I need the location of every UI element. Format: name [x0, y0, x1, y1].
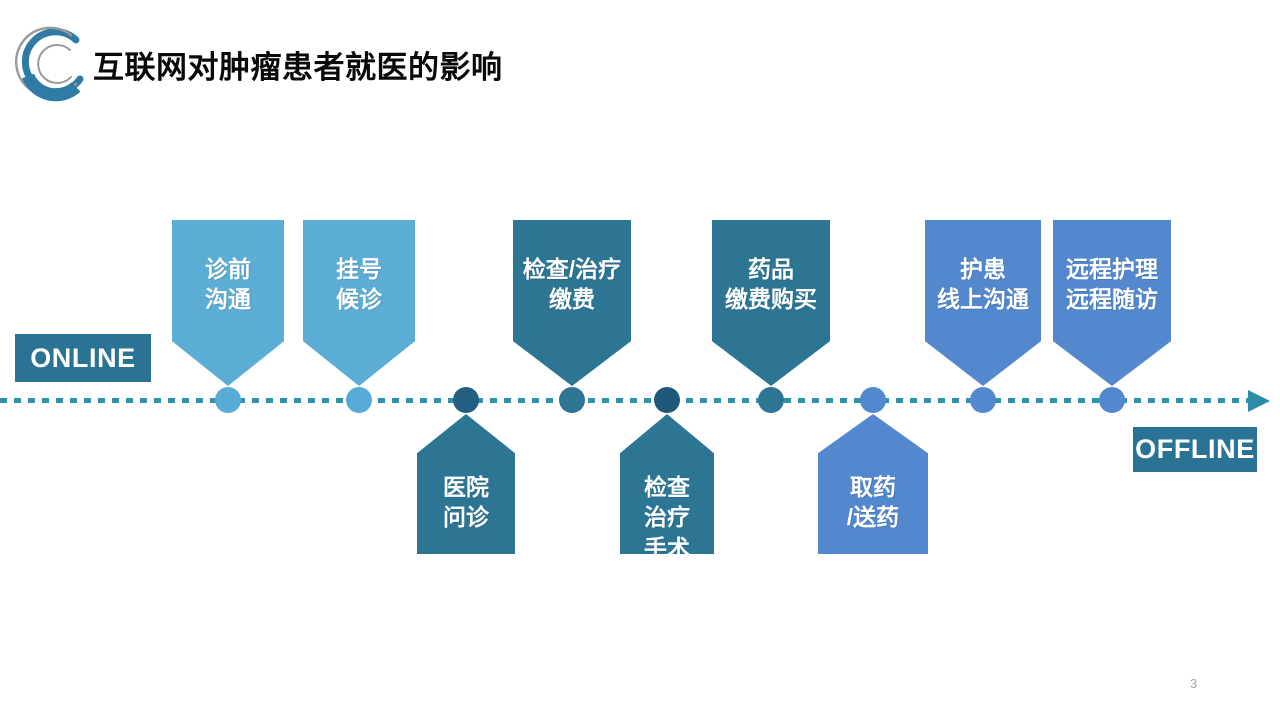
timeline-node-dot[interactable]: [215, 387, 241, 413]
timeline-axis: [0, 398, 1248, 403]
timeline-node-dot[interactable]: [758, 387, 784, 413]
timeline-pennant[interactable]: 药品 缴费购买: [712, 220, 830, 386]
pennant-label: 医院 问诊: [443, 474, 489, 531]
pennant-label: 药品 缴费购买: [725, 256, 817, 313]
page-number: 3: [1190, 676, 1198, 691]
timeline-arrow-icon: [1248, 390, 1270, 412]
timeline-pennant[interactable]: 护患 线上沟通: [925, 220, 1041, 386]
timeline-pennant[interactable]: 检查/治疗 缴费: [513, 220, 631, 386]
timeline-pennant[interactable]: 医院 问诊: [417, 414, 515, 554]
timeline-pennant[interactable]: 挂号 候诊: [303, 220, 415, 386]
timeline-pennant[interactable]: 诊前 沟通: [172, 220, 284, 386]
slide-header: 互联网对肿瘤患者就医的影响: [0, 0, 1280, 120]
timeline-node-dot[interactable]: [860, 387, 886, 413]
timeline-pennant[interactable]: 远程护理 远程随访: [1053, 220, 1171, 386]
online-badge: ONLINE: [15, 334, 151, 382]
pennant-label: 取药 /送药: [846, 474, 900, 531]
page-title: 互联网对肿瘤患者就医的影响: [93, 50, 503, 85]
pennant-label: 挂号 候诊: [336, 256, 382, 313]
timeline-node-dot[interactable]: [654, 387, 680, 413]
offline-badge: OFFLINE: [1133, 427, 1257, 472]
timeline-node-dot[interactable]: [970, 387, 996, 413]
pennant-label: 检查 治疗 手术: [644, 474, 690, 561]
timeline-pennant[interactable]: 取药 /送药: [818, 414, 928, 554]
pennant-label: 检查/治疗 缴费: [522, 256, 622, 313]
timeline-pennant[interactable]: 检查 治疗 手术: [620, 414, 714, 554]
pennant-label: 诊前 沟通: [205, 256, 251, 313]
timeline-node-dot[interactable]: [1099, 387, 1125, 413]
timeline-node-dot[interactable]: [346, 387, 372, 413]
pennant-label: 护患 线上沟通: [937, 256, 1029, 313]
pennant-label: 远程护理 远程随访: [1066, 256, 1158, 313]
timeline-node-dot[interactable]: [453, 387, 479, 413]
timeline-node-dot[interactable]: [559, 387, 585, 413]
concentric-arc-logo-icon: [14, 24, 94, 104]
